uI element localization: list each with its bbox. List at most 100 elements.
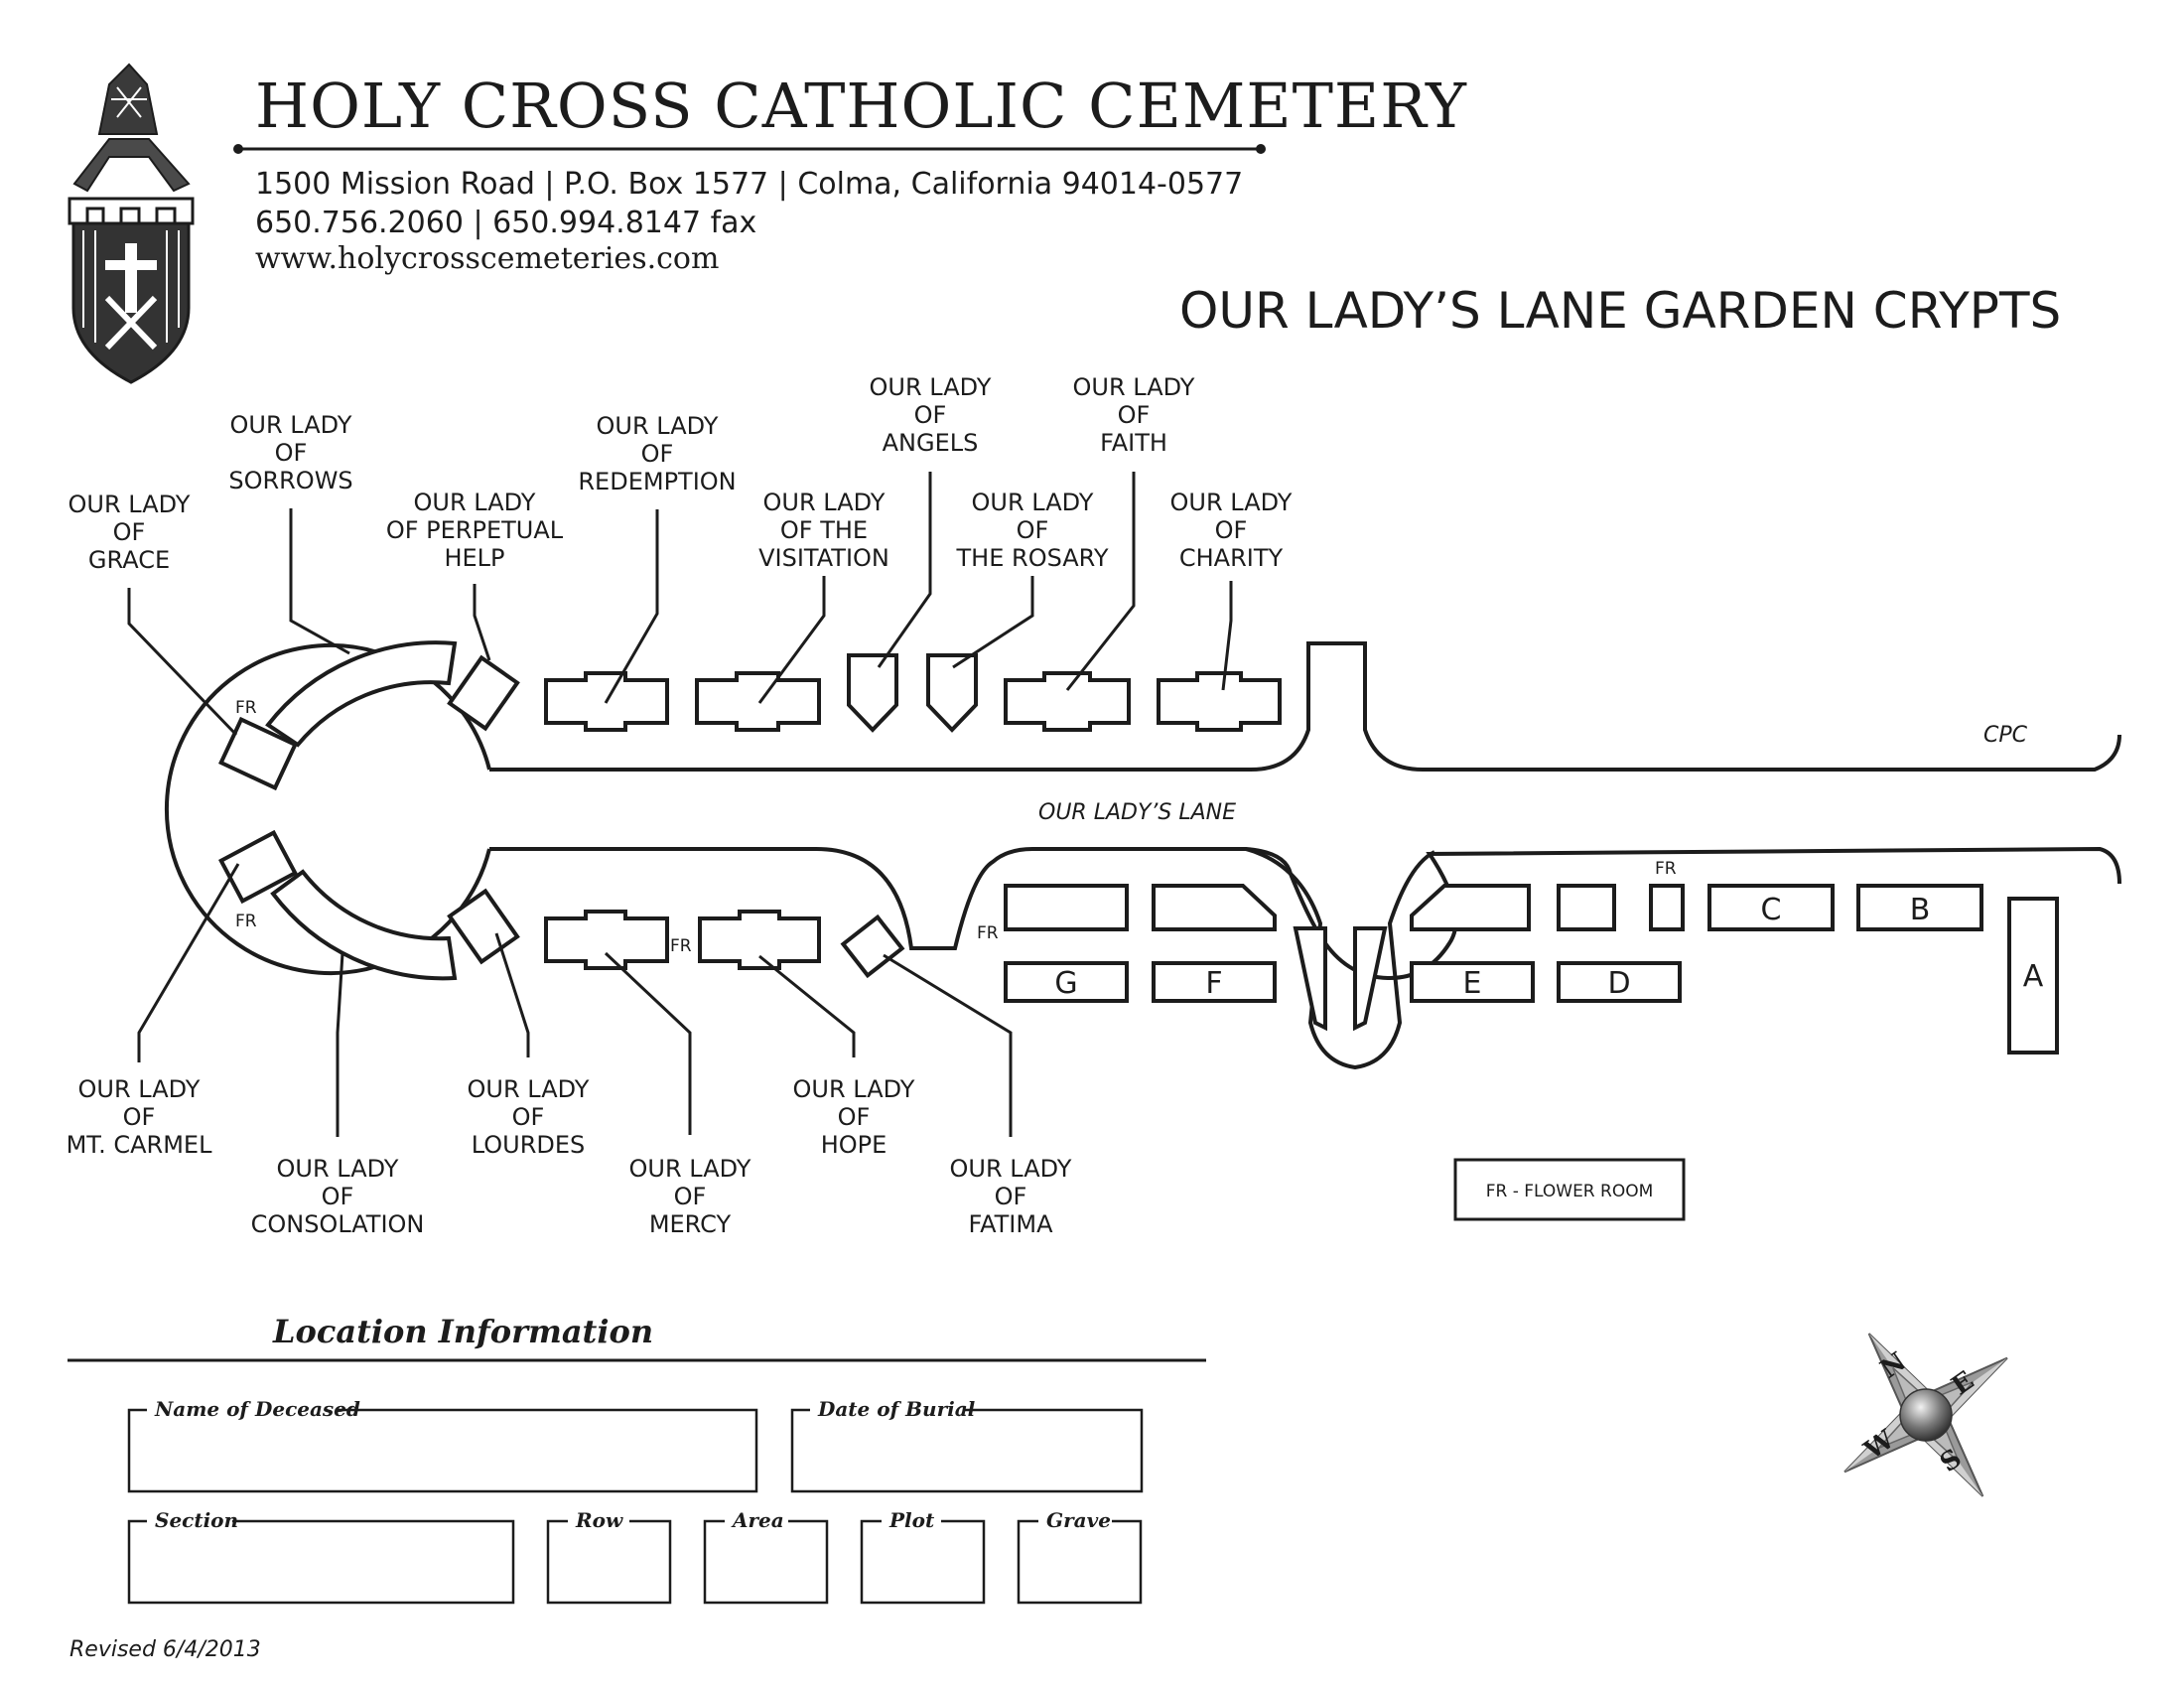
flower-room-label: FR [977,923,999,943]
crypt-hope[interactable] [698,910,821,970]
svg-text:OF: OF [113,518,146,546]
field-label: Date of Burial [817,1397,976,1421]
svg-text:GRACE: GRACE [88,546,170,574]
svg-text:OUR LADY: OUR LADY [763,489,886,516]
svg-text:OUR LADY: OUR LADY [230,411,352,439]
svg-text:OF: OF [512,1103,545,1131]
section-a[interactable]: A [2007,897,2059,1055]
svg-text:OF: OF [995,1183,1027,1210]
crypt-rosary[interactable] [926,653,978,733]
crypt-label-faith: OUR LADY OF FAITH [1073,373,1195,457]
section-e[interactable]: E [1410,961,1535,1003]
svg-text:OF: OF [1215,516,1248,544]
crypt-charity[interactable] [1157,671,1282,732]
crypt-mt-carmel[interactable] [218,829,298,905]
area-field[interactable]: Area [703,1507,829,1605]
svg-text:OF: OF [123,1103,156,1131]
svg-text:F: F [1205,966,1222,1001]
flower-room-label: FR [235,698,257,718]
plot-field[interactable]: Plot [860,1507,986,1605]
header-rule [233,144,1266,154]
svg-text:OF: OF [275,439,308,467]
crypt-label-grace: OUR LADY OF GRACE [68,491,191,574]
crypt-fatima[interactable] [840,914,905,979]
crypt-label-angels: OUR LADY OF ANGELS [870,373,992,457]
crypt-perpetual-help[interactable] [447,654,520,732]
flower-room-label: FR [235,912,257,931]
crypt-label-visitation: OUR LADY OF THE VISITATION [758,489,889,572]
section-d[interactable]: D [1557,961,1682,1003]
svg-text:REDEMPTION: REDEMPTION [578,468,736,495]
cpc-label: CPC [1983,723,2028,748]
crypt-small-square[interactable] [1557,884,1616,931]
crypt-lourdes[interactable] [447,888,520,965]
crypt-label-redemption: OUR LADY OF REDEMPTION [578,412,736,495]
svg-text:FAITH: FAITH [1100,429,1167,457]
field-label: Plot [888,1508,935,1532]
svg-text:OF THE: OF THE [780,516,868,544]
svg-text:HELP: HELP [444,544,504,572]
crypt-row-east[interactable] [1410,884,1531,931]
crypt-label-lourdes: OUR LADY OF LOURDES [468,1075,590,1159]
svg-text:SORROWS: SORROWS [228,467,352,494]
svg-text:B: B [1910,893,1931,927]
svg-text:ANGELS: ANGELS [883,429,979,457]
crypt-consolation[interactable] [270,869,458,981]
compass-center-icon [1899,1388,1953,1442]
svg-text:OUR LADY: OUR LADY [78,1075,201,1103]
flower-room-label: FR [1655,859,1677,879]
svg-text:VISITATION: VISITATION [758,544,889,572]
crypt-row-mid[interactable] [1152,884,1277,931]
leader-lines [127,472,1233,1137]
date-of-burial-field[interactable]: Date of Burial [790,1396,1144,1493]
section-b[interactable]: B [1856,884,1983,931]
svg-text:HOPE: HOPE [821,1131,887,1159]
svg-text:D: D [1607,966,1630,1001]
crypt-label-fatima: OUR LADY OF FATIMA [950,1155,1072,1238]
section-g[interactable]: G [1004,961,1129,1003]
crypt-mercy[interactable] [544,910,669,970]
name-of-deceased-field[interactable]: Name of Deceased [127,1396,758,1493]
crypt-row-west[interactable] [1004,884,1129,931]
svg-text:E: E [1463,966,1482,1001]
crypt-central-west[interactable] [1293,926,1327,1032]
svg-text:A: A [2023,959,2044,994]
svg-text:FATIMA: FATIMA [968,1210,1053,1238]
crypt-visitation[interactable] [695,671,821,732]
map-title: OUR LADY’S LANE GARDEN CRYPTS [1179,282,2061,340]
svg-text:OUR LADY: OUR LADY [277,1155,399,1183]
crypt-label-consolation: OUR LADY OF CONSOLATION [251,1155,425,1238]
svg-text:OF: OF [1118,401,1151,429]
section-field[interactable]: Section [127,1507,515,1605]
svg-text:CONSOLATION: CONSOLATION [251,1210,425,1238]
field-label: Name of Deceased [154,1397,360,1421]
svg-text:OUR LADY: OUR LADY [597,412,719,440]
field-label: Grave [1046,1508,1111,1532]
svg-text:OF: OF [1017,516,1049,544]
crypt-faith[interactable] [1004,671,1131,732]
crypt-label-charity: OUR LADY OF CHARITY [1170,489,1293,572]
svg-text:MT. CARMEL: MT. CARMEL [67,1131,213,1159]
crypt-label-mt-carmel: OUR LADY OF MT. CARMEL [67,1075,213,1159]
cemetery-website[interactable]: www.holycrosscemeteries.com [255,241,719,276]
crypt-sorrows[interactable] [265,640,458,748]
svg-text:OUR LADY: OUR LADY [468,1075,590,1103]
section-f[interactable]: F [1152,961,1277,1003]
crypt-label-perpetual-help: OUR LADY OF PERPETUAL HELP [386,489,564,572]
crypt-grace[interactable] [218,716,298,791]
form-heading: Location Information [272,1313,653,1350]
row-field[interactable]: Row [546,1507,672,1605]
flower-room-small[interactable] [1649,884,1685,931]
grave-field[interactable]: Grave [1017,1507,1143,1605]
flower-room-label: FR [670,936,692,956]
crypt-central-east[interactable] [1353,926,1388,1032]
section-c[interactable]: C [1707,884,1835,931]
crypt-angels[interactable] [847,653,898,733]
svg-text:MERCY: MERCY [649,1210,732,1238]
field-label: Section [155,1508,238,1532]
field-label: Area [731,1508,784,1532]
cemetery-phone: 650.756.2060 | 650.994.8147 fax [255,206,756,240]
svg-text:OUR LADY: OUR LADY [972,489,1094,516]
svg-text:OF: OF [674,1183,707,1210]
crypt-label-sorrows: OUR LADY OF SORROWS [228,411,352,494]
